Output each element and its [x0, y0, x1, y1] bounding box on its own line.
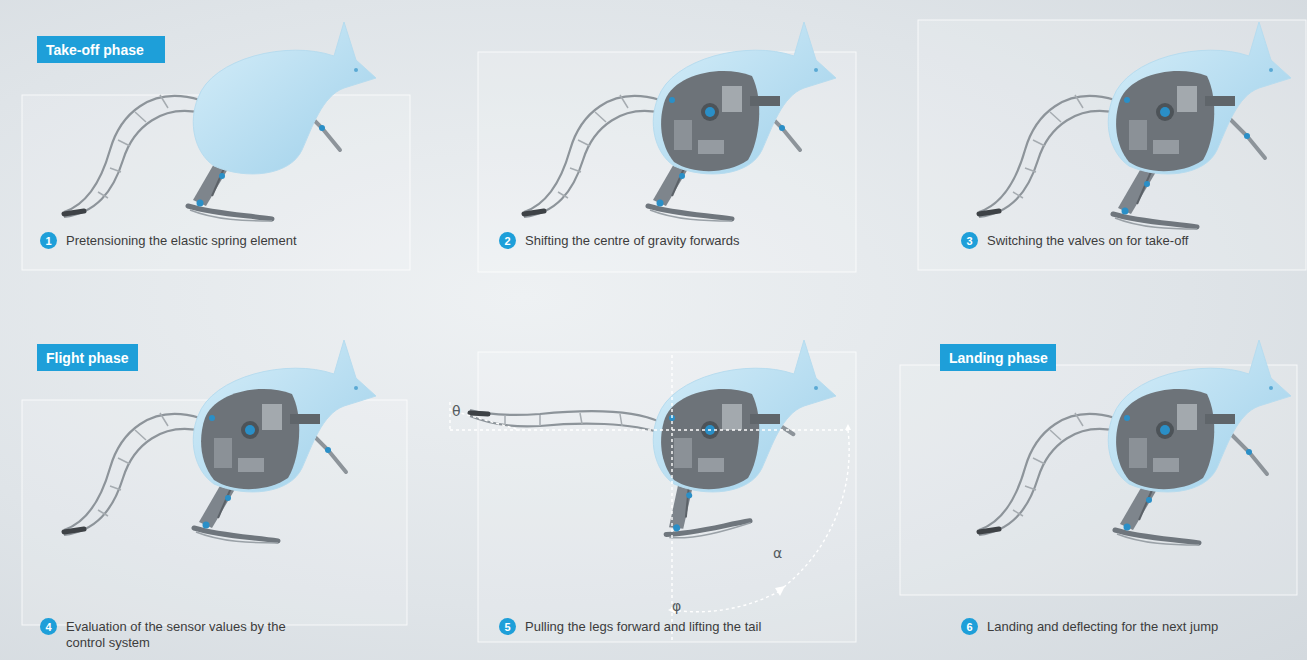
callout-number: 6: [961, 618, 978, 635]
callout-circle: [40, 232, 57, 249]
callout-number: 4: [40, 618, 57, 635]
callout-number: 5: [499, 618, 516, 635]
callout-number: 3: [961, 232, 978, 249]
step-caption: Shifting the centre of gravity forwards: [525, 233, 740, 249]
callout-number: 4: [40, 618, 57, 635]
callout-number: 1: [40, 232, 57, 249]
angle-label: φ: [672, 598, 681, 614]
kangaroo-cutaway: [524, 22, 836, 221]
callout-circle: [499, 618, 516, 635]
phase-title: Landing phase: [949, 350, 1048, 366]
angle-guides: [450, 355, 849, 640]
phase-title: Take-off phase: [46, 42, 144, 58]
callout-circle: [40, 618, 57, 635]
step-caption: Landing and deflecting for the next jump: [987, 619, 1218, 635]
angle-arrowheads: [668, 424, 851, 614]
step-caption: Pulling the legs forward and lifting the…: [525, 619, 761, 635]
phase-tag: Take-off phase: [37, 36, 165, 63]
panel-frames: [22, 20, 1306, 642]
callout-number: 5: [499, 618, 516, 635]
callout-circle: [961, 618, 978, 635]
phase-title: Flight phase: [46, 350, 128, 366]
kangaroo-cutaway: [470, 340, 836, 549]
step-caption: Pretensioning the elastic spring element: [66, 233, 297, 249]
callout-circle: [499, 232, 516, 249]
callout-number: 2: [499, 232, 516, 249]
callout-circle: [961, 232, 978, 249]
angle-label: θ: [452, 403, 461, 419]
step-caption: Switching the valves on for take-off: [987, 233, 1188, 249]
callout-number: 3: [961, 232, 978, 249]
step-caption: Evaluation of the sensor values by the c…: [66, 619, 328, 651]
phase-tag: Flight phase: [37, 344, 138, 371]
callout-number: 1: [40, 232, 57, 249]
angle-label: α: [773, 545, 782, 561]
kangaroo-cutaway: [979, 22, 1291, 229]
callout-number: 2: [499, 232, 516, 249]
phase-tag: Landing phase: [940, 344, 1056, 371]
callout-number: 6: [961, 618, 978, 635]
